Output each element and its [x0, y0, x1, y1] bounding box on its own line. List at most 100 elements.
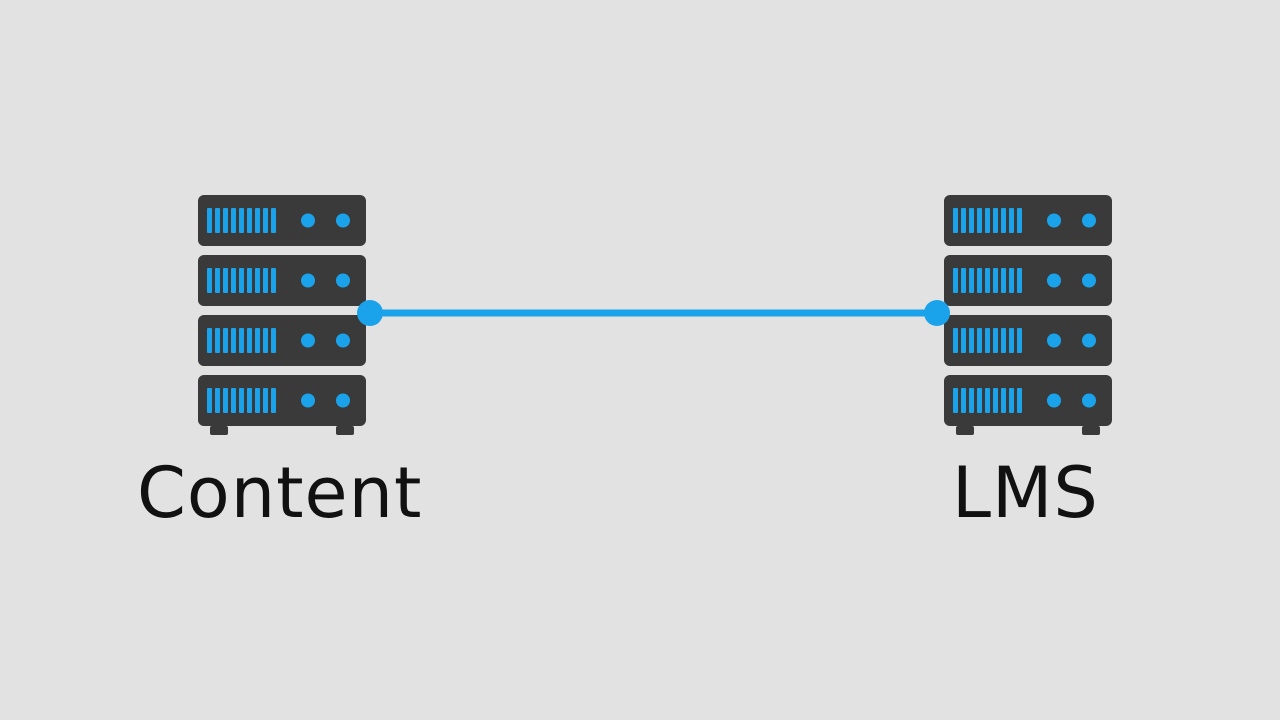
- server-unit-body: [944, 255, 1112, 306]
- server-vent-bar: [953, 328, 958, 353]
- server-vent-bar: [985, 388, 990, 413]
- server-vent-bar: [953, 388, 958, 413]
- server-vent-bar: [953, 268, 958, 293]
- server-vent-bar: [1001, 268, 1006, 293]
- server-vent-bar: [961, 268, 966, 293]
- server-unit-body: [198, 315, 366, 366]
- server-light: [336, 213, 350, 228]
- connection-link: [357, 300, 950, 326]
- server-vent-bar: [247, 268, 252, 293]
- server-vent-bar: [263, 268, 268, 293]
- server-vent-bar: [271, 328, 276, 353]
- server-vent-bar: [961, 328, 966, 353]
- server-vent-bar: [969, 328, 974, 353]
- server-vent-bar: [1001, 388, 1006, 413]
- server-vent-bar: [247, 388, 252, 413]
- server-light: [336, 273, 350, 288]
- server-vent-bar: [263, 388, 268, 413]
- server-unit: [198, 315, 366, 366]
- server-vent-bar: [993, 268, 998, 293]
- server-unit-body: [944, 375, 1112, 426]
- server-vent-bar: [223, 208, 228, 233]
- server-vent-bar: [969, 268, 974, 293]
- server-vent-bar: [231, 268, 236, 293]
- server-vent-bar: [977, 388, 982, 413]
- server-vent-bar: [1009, 328, 1014, 353]
- server-vent-bar: [1009, 268, 1014, 293]
- server-unit-body: [198, 195, 366, 246]
- server-rack-icon: [944, 195, 1112, 435]
- server-vent-bar: [215, 208, 220, 233]
- server-vent-bar: [961, 388, 966, 413]
- server-light: [301, 273, 315, 288]
- server-vent-bar: [239, 208, 244, 233]
- server-foot: [210, 426, 228, 435]
- server-vent-bar: [231, 388, 236, 413]
- server-unit-body: [944, 315, 1112, 366]
- server-vent-bar: [207, 328, 212, 353]
- server-vent-bar: [993, 388, 998, 413]
- server-vent-bar: [1017, 388, 1022, 413]
- server-vent-bar: [953, 208, 958, 233]
- server-light: [301, 213, 315, 228]
- server-vent-bar: [1017, 208, 1022, 233]
- server-vent-bar: [271, 388, 276, 413]
- server-vent-bar: [255, 268, 260, 293]
- server-vent-bar: [985, 268, 990, 293]
- server-vent-bar: [231, 328, 236, 353]
- server-vent-bar: [215, 268, 220, 293]
- server-vent-bar: [231, 208, 236, 233]
- server-light: [1082, 393, 1096, 408]
- server-vent-bar: [207, 208, 212, 233]
- server-light: [301, 393, 315, 408]
- server-vent-bar: [239, 388, 244, 413]
- server-vent-bar: [1001, 208, 1006, 233]
- server-vent-bar: [223, 388, 228, 413]
- server-light: [336, 333, 350, 348]
- server-vent-bar: [993, 208, 998, 233]
- server-light: [1082, 213, 1096, 228]
- server-unit-body: [198, 255, 366, 306]
- server-light: [1082, 333, 1096, 348]
- server-unit: [198, 375, 366, 426]
- server-vent-bar: [985, 328, 990, 353]
- server-vent-bar: [977, 208, 982, 233]
- server-light: [1047, 273, 1061, 288]
- lms-label: LMS: [952, 452, 1099, 534]
- server-vent-bar: [255, 208, 260, 233]
- server-vent-bar: [969, 388, 974, 413]
- server-vent-bar: [977, 328, 982, 353]
- server-vent-bar: [1009, 208, 1014, 233]
- server-vent-bar: [247, 328, 252, 353]
- server-vent-bar: [247, 208, 252, 233]
- server-light: [1082, 273, 1096, 288]
- server-vent-bar: [239, 328, 244, 353]
- server-unit-body: [944, 195, 1112, 246]
- server-light: [1047, 213, 1061, 228]
- server-foot: [956, 426, 974, 435]
- server-light: [336, 393, 350, 408]
- server-vent-bar: [255, 388, 260, 413]
- server-vent-bar: [263, 208, 268, 233]
- server-light: [1047, 333, 1061, 348]
- server-foot: [1082, 426, 1100, 435]
- server-vent-bar: [223, 268, 228, 293]
- server-unit: [944, 195, 1112, 246]
- server-vent-bar: [215, 388, 220, 413]
- server-vent-bar: [207, 268, 212, 293]
- server-foot: [336, 426, 354, 435]
- server-vent-bar: [263, 328, 268, 353]
- server-rack-icon: [198, 195, 366, 435]
- server-unit: [198, 255, 366, 306]
- server-vent-bar: [993, 328, 998, 353]
- server-light: [1047, 393, 1061, 408]
- server-unit: [944, 255, 1112, 306]
- server-unit: [944, 375, 1112, 426]
- server-unit-body: [198, 375, 366, 426]
- server-vent-bar: [1017, 328, 1022, 353]
- server-vent-bar: [215, 328, 220, 353]
- server-vent-bar: [255, 328, 260, 353]
- server-unit: [944, 315, 1112, 366]
